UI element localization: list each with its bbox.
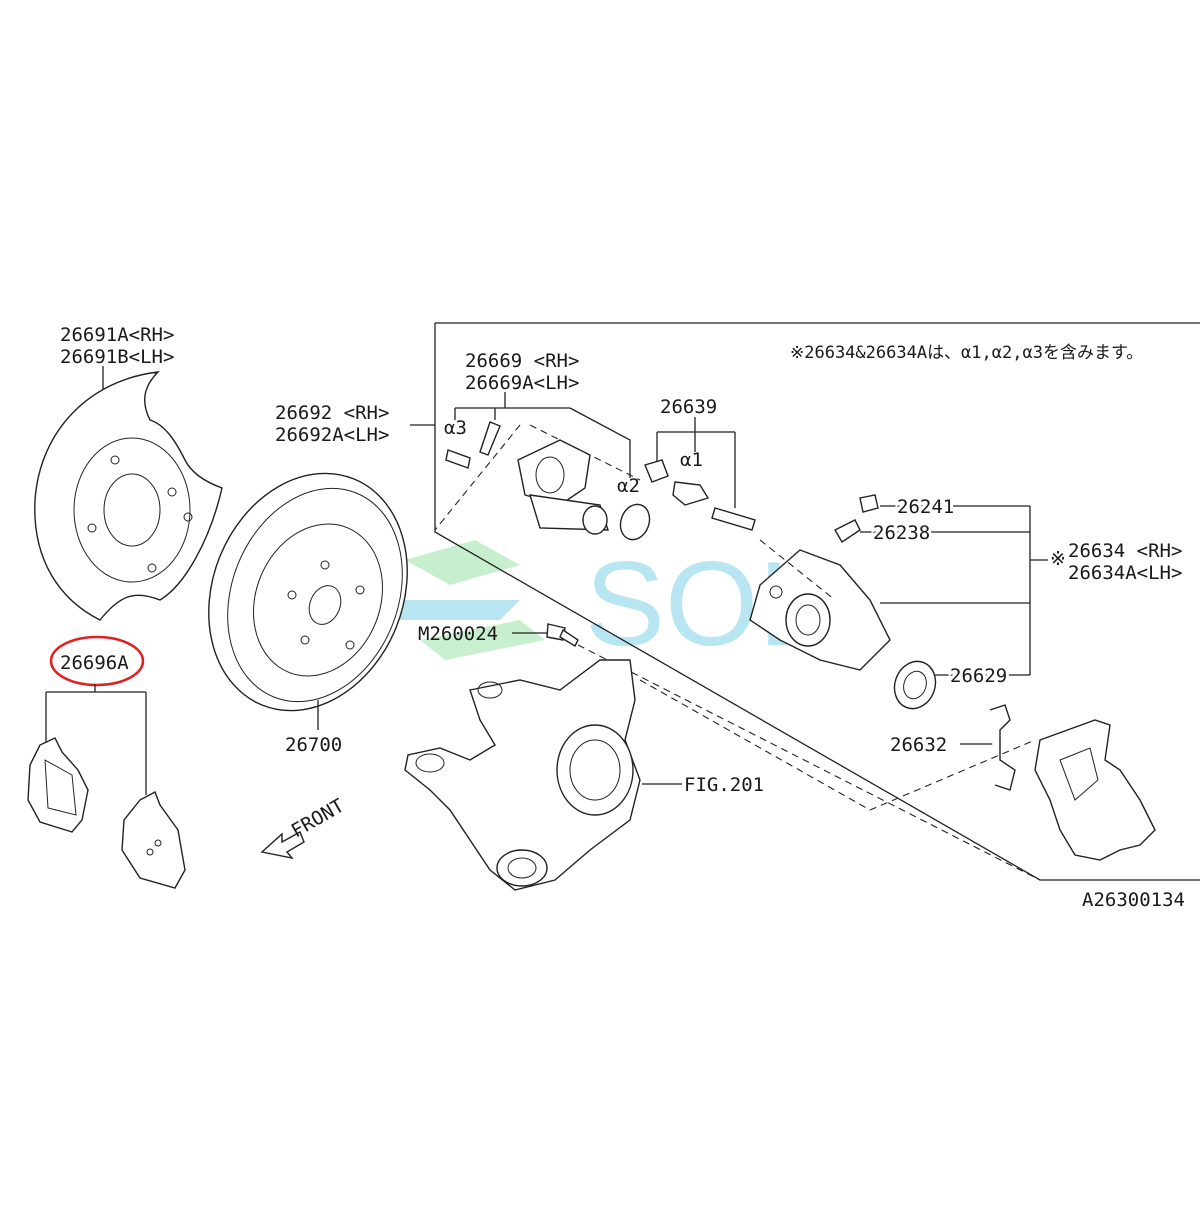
label-26634-rh: 26634 <RH> (1068, 540, 1182, 562)
alpha3-bolt (445, 449, 471, 469)
assembly-dashline (577, 644, 1041, 881)
bracket-bolt-shank (559, 628, 579, 647)
label-front: FRONT (288, 795, 349, 843)
label-26696a: 26696A (60, 652, 129, 674)
actuator-housing (517, 439, 591, 506)
knuckle-bore-inner (569, 739, 621, 801)
front-direction: FRONT (260, 795, 349, 860)
backing-plate-hole (87, 523, 97, 533)
pin-boot (644, 459, 669, 483)
label-26691-lh: 26691B<LH> (60, 346, 174, 368)
alpha2-oring (619, 503, 651, 541)
brake-pad-outer (121, 791, 186, 889)
knuckle-body (404, 659, 641, 891)
knuckle-lower-eye (496, 849, 548, 887)
brake-pad-hole (154, 839, 162, 847)
leader-26639 (656, 417, 736, 508)
rotor-stud-hole (287, 590, 297, 600)
piston-seal-inner (903, 670, 927, 700)
brake-pad-inner (27, 737, 89, 833)
rotor-stud-hole (345, 640, 355, 650)
pad-spring (989, 704, 1016, 791)
label-26634-mark: ※ (1050, 548, 1066, 570)
label-26692a-lh: 26692A<LH> (275, 424, 389, 446)
label-alpha2: α2 (617, 475, 640, 497)
rotor-vent (227, 487, 403, 703)
label-26632: 26632 (890, 734, 947, 756)
knuckle-part: FIG.201 (404, 659, 764, 891)
highlight-circle (49, 635, 145, 687)
assembly-dashline (434, 424, 521, 531)
label-26639: 26639 (660, 396, 717, 418)
label-26629: 26629 (950, 665, 1007, 687)
assembly-dashline (639, 679, 1036, 811)
caliper-group-frame-side (434, 323, 1200, 881)
backing-plate-hub (73, 437, 191, 583)
guide-pin (711, 507, 756, 531)
rotor-stud-hole (320, 560, 330, 570)
label-fig201: FIG.201 (684, 774, 764, 796)
bleeder-screw (834, 519, 861, 543)
front-arrow-icon (260, 831, 305, 860)
label-26634a-lh: 26634A<LH> (1068, 562, 1182, 584)
rotor-stud-hole (300, 635, 310, 645)
watermark-logo-bar-mid (395, 600, 520, 620)
leader-26696a (45, 684, 147, 795)
backing-plate-bore (103, 473, 161, 547)
assembly-dashline (759, 539, 836, 601)
brake-rotor-part: 26700 (208, 472, 408, 756)
actuator-motor (517, 439, 609, 535)
knuckle-bore (556, 724, 634, 816)
figure-id: A26300134 (1082, 889, 1185, 911)
label-alpha3: α3 (444, 417, 467, 439)
label-26700: 26700 (285, 734, 342, 756)
knuckle-eye (415, 753, 445, 773)
label-26692-rh: 26692 <RH> (275, 402, 389, 424)
backing-plate-hole (110, 455, 120, 465)
caliper-bolt (769, 585, 783, 599)
label-m260024: M260024 (418, 623, 498, 645)
kit-note: ※26634&26634Aは、α1,α2,α3を含みます。 (790, 343, 1143, 363)
backing-plate-hole (147, 563, 157, 573)
backing-plate-part: 26691A<RH> 26691B<LH> (34, 324, 223, 621)
knuckle-eye (477, 681, 503, 699)
bleeder-cap (859, 494, 879, 513)
label-26691-rh: 26691A<RH> (60, 324, 174, 346)
watermark-logo-bar-top (405, 540, 520, 585)
bracket-shape (1034, 719, 1156, 861)
brake-pad-inner-face (44, 759, 77, 816)
brake-pad-hole (146, 848, 154, 856)
caliper-body (749, 549, 891, 671)
label-26669-rh: 26669 <RH> (465, 350, 579, 372)
caliper-bracket (1034, 719, 1156, 861)
brake-pad-part: 26696A (27, 635, 186, 889)
label-alpha1: α1 (680, 449, 703, 471)
rotor-stud-hole (355, 585, 365, 595)
piston-seal (893, 660, 937, 710)
actuator-end (582, 505, 608, 535)
backing-plate-shape (34, 371, 223, 621)
caliper-piston-bore (785, 593, 831, 647)
label-26241: 26241 (897, 496, 954, 518)
watermark-logo-bar-bottom (420, 620, 545, 660)
rotor-bore (308, 585, 342, 625)
knuckle-lower-eye-inner (507, 857, 537, 879)
leader-26669 (454, 392, 631, 478)
label-26669a-lh: 26669A<LH> (465, 372, 579, 394)
rotor-hat (253, 523, 383, 677)
actuator-face (535, 456, 565, 494)
assembly-dashline (529, 424, 641, 481)
backing-plate-hole (167, 487, 177, 497)
leader-26634 (880, 506, 1031, 675)
bracket-web (1059, 747, 1099, 801)
backing-plate-hole (183, 512, 193, 522)
caliper-piston (795, 604, 821, 636)
label-26238: 26238 (873, 522, 930, 544)
alpha3-pin (479, 421, 501, 456)
alpha1-sleeve (672, 481, 710, 506)
